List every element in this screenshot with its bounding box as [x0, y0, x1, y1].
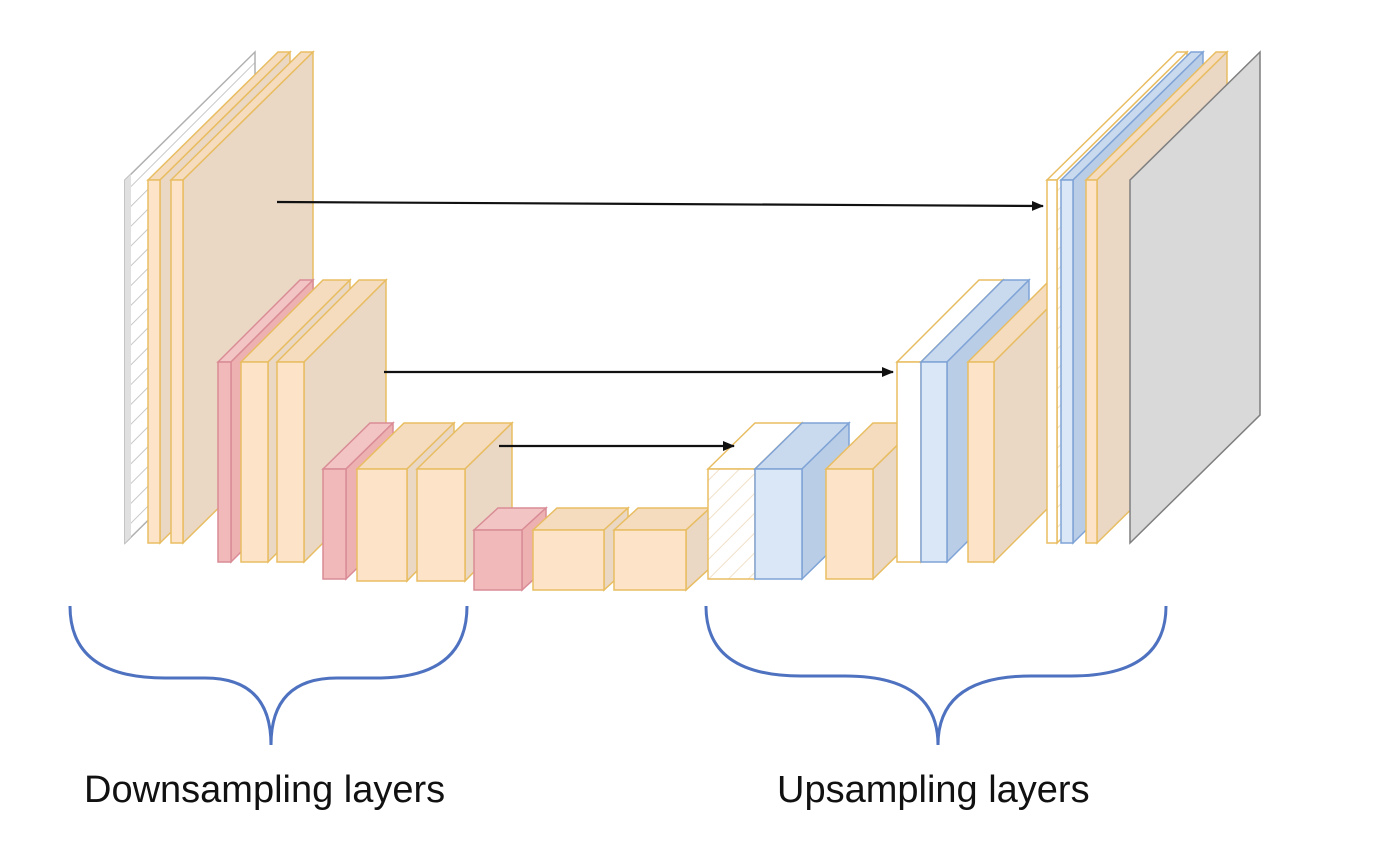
conv-layer-4b [612, 506, 712, 592]
encoder-level-2 [216, 278, 388, 564]
decoder-level-1 [1045, 50, 1261, 545]
bottleneck [472, 506, 712, 592]
skip-arrow-level-1 [276, 200, 1044, 211]
upsampling-brace-icon [704, 605, 1168, 746]
output-layer [1129, 50, 1261, 545]
downsampling-label: Downsampling layers [84, 769, 446, 811]
downsampling-brace-icon [68, 605, 469, 746]
skip-connections [276, 200, 1044, 451]
decoder-level-3 [706, 421, 922, 581]
upsampling-label: Upsampling layers [777, 769, 1090, 811]
encoder-level-3 [321, 421, 514, 583]
